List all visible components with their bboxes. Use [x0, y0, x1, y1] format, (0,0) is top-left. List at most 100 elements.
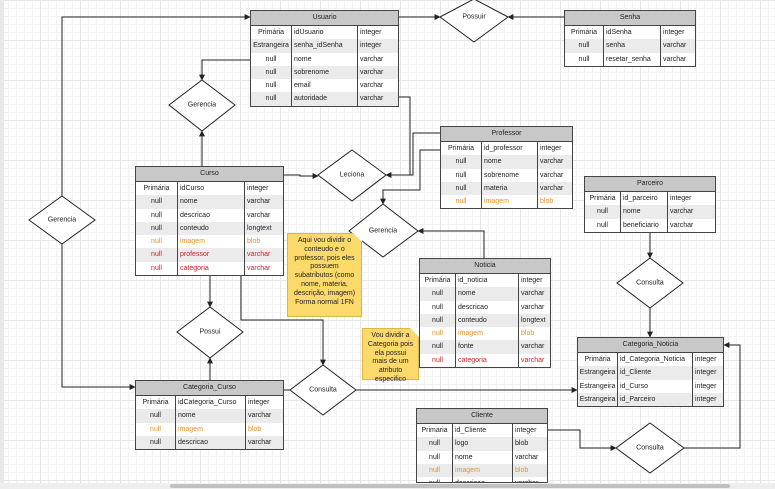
- relation-possuir-diamond[interactable]: [439, 0, 509, 43]
- data-type-cell: longtext: [247, 224, 272, 232]
- relation-leciona-diamond[interactable]: [317, 149, 387, 202]
- key-type-cell: null: [441, 181, 482, 196]
- column-name-cell: imagem: [482, 195, 538, 209]
- relation-gerencia-mid-label: Gerencia: [368, 227, 398, 235]
- data-type-cell: varchar: [248, 412, 272, 420]
- key-type-cell: null: [136, 435, 176, 450]
- column-name-cell: fonte: [456, 340, 519, 354]
- data-type-cell: integer: [670, 195, 692, 202]
- sticky-note-categoria[interactable]: Vou dividir a Categoria pois ela possui …: [362, 328, 419, 383]
- sticky-note-1fn[interactable]: Aqui vou dividir o conteudo e o professo…: [287, 233, 362, 317]
- scrollbar-thumb[interactable]: [170, 484, 730, 488]
- relation-possui-diamond[interactable]: [176, 306, 244, 359]
- key-type-cell: null: [136, 248, 178, 262]
- column-name-cell: idCurso: [178, 182, 245, 196]
- edge-gerencia-left-usuario: [61, 14, 251, 196]
- column-name-cell: conteudo: [178, 221, 245, 236]
- horizontal-scrollbar[interactable]: [0, 483, 775, 489]
- column-name-cell: idUsuario: [292, 26, 358, 40]
- data-type-cell: blob: [515, 466, 529, 474]
- relation-consulta-mid-diamond[interactable]: [289, 364, 357, 416]
- key-type-cell: null: [420, 327, 456, 341]
- column-name-cell: descricao: [456, 300, 519, 314]
- relation-consulta-right-label: Consulta: [636, 279, 664, 287]
- key-type-cell: null: [565, 39, 604, 53]
- column-name-cell: email: [292, 79, 358, 93]
- key-type-cell: Estrangeira: [578, 379, 618, 393]
- data-type-cell: varchar: [360, 82, 384, 90]
- relation-gerencia-top-diamond[interactable]: [168, 79, 236, 132]
- column-name-cell: nome: [453, 450, 513, 464]
- data-type-cell: varchar: [247, 264, 271, 272]
- key-type-cell: Estrangeira: [578, 392, 618, 407]
- relation-gerencia-mid-diamond[interactable]: [348, 203, 419, 258]
- edge-noticia-gerencia-mid: [417, 228, 485, 258]
- data-type-cell: integer: [695, 369, 717, 377]
- relation-consulta-right-diamond[interactable]: [616, 257, 684, 309]
- column-name-cell: nome: [176, 409, 246, 423]
- sticky-note-1fn-text: Aqui vou dividir o conteudo e o professo…: [293, 237, 356, 306]
- key-type-cell: Primária: [565, 26, 604, 40]
- column-name-cell: resetar_senha: [604, 52, 661, 66]
- column-name-cell: id_noticia: [456, 274, 519, 288]
- data-type-cell: varchar: [247, 211, 271, 219]
- relation-gerencia-left-diamond[interactable]: [28, 195, 96, 245]
- relation-consulta-bottom-diamond[interactable]: [615, 422, 685, 474]
- vertical-scrollbar[interactable]: [0, 0, 4, 483]
